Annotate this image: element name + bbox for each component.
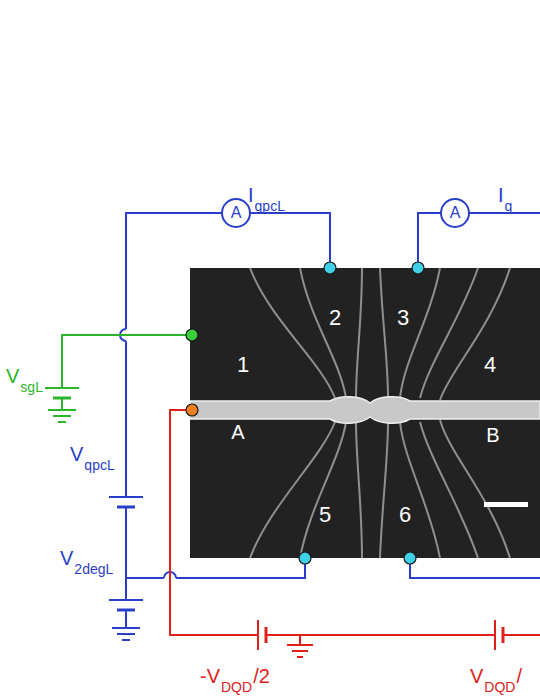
voltage-label: -V [200,666,220,686]
gate-number: 5 [319,504,331,526]
voltage-label: V [470,666,483,686]
current-subscript: q [505,199,513,213]
sem-image [190,268,540,558]
ammeter-symbol: A [450,205,461,221]
voltage-subscript: sgL [20,380,43,394]
gate-number: 3 [397,307,409,329]
ammeter-symbol: A [231,205,242,221]
voltage-subscript: 2degL [74,562,113,576]
voltage-label: / [516,666,522,686]
dqd-circuit [170,410,540,657]
contact-label: B [486,425,499,445]
contact-label: A [231,422,244,442]
voltage-label: V [60,548,73,568]
gate-number: 6 [399,504,411,526]
gate-number: 4 [484,354,496,376]
voltage-subscript: DQD [484,680,515,694]
voltage-subscript: qpcL [84,458,114,472]
voltage-label: V [6,366,19,386]
current-label: I [498,185,504,205]
current-subscript: qpcL [255,199,285,213]
voltage-label: /2 [253,666,270,686]
qpc-circuit [109,199,540,640]
side-gate-circuit [45,335,190,422]
voltage-subscript: DQD [221,680,252,694]
gate-number: 1 [237,354,249,376]
voltage-label: V [70,444,83,464]
contact-dots [186,262,424,564]
current-label: I [248,185,254,205]
gate-number: 2 [329,307,341,329]
